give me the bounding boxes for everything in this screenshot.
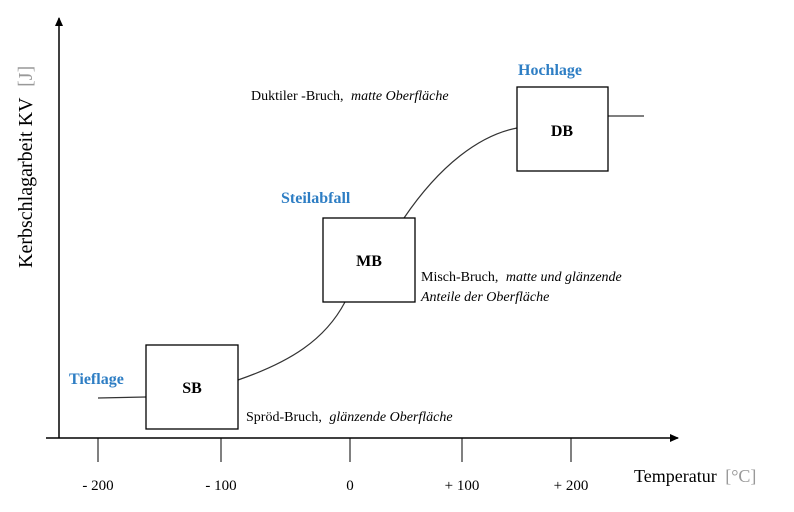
curve-lower-shelf bbox=[97, 396, 147, 399]
mb-box-label: MB bbox=[356, 253, 382, 270]
x-axis-title: Temperatur [°C] bbox=[634, 466, 756, 486]
region-tieflage: Tieflage bbox=[69, 371, 124, 388]
y-axis-unit: [J] bbox=[15, 66, 37, 87]
y-axis-label: Kerbschlagarbeit KV bbox=[15, 97, 37, 268]
sb-box-label: SB bbox=[182, 380, 202, 397]
sb-description-italic: glänzende Oberfläche bbox=[329, 410, 452, 425]
sb-description-plain: Spröd-Bruch, bbox=[246, 410, 322, 425]
db-description-plain: Duktiler -Bruch, bbox=[251, 89, 344, 104]
curve-mb-to-db bbox=[403, 127, 518, 219]
x-tick-label-minus-100: - 100 bbox=[205, 478, 236, 494]
region-hochlage: Hochlage bbox=[518, 62, 582, 79]
x-tick-label-plus-100: + 100 bbox=[445, 478, 480, 494]
db-box-label: DB bbox=[551, 123, 574, 140]
mb-box bbox=[322, 217, 416, 303]
mb-description-italic-1: matte und glänzende bbox=[506, 270, 622, 285]
y-axis-title: Kerbschlagarbeit KV [J] bbox=[15, 66, 37, 268]
mb-description-line-1: Misch-Bruch, matte und glänzende bbox=[421, 270, 622, 285]
x-tick-label-minus-200: - 200 bbox=[82, 478, 113, 494]
db-box bbox=[516, 86, 609, 172]
mb-description-plain: Misch-Bruch, bbox=[421, 270, 498, 285]
mb-description-line-2: Anteile der Oberfläche bbox=[420, 290, 549, 305]
sb-box bbox=[145, 344, 239, 430]
x-tick-label-plus-200: + 200 bbox=[554, 478, 589, 494]
curve-sb-to-mb bbox=[237, 301, 346, 381]
x-axis-label: Temperatur bbox=[634, 466, 717, 486]
sb-description: Spröd-Bruch, glänzende Oberfläche bbox=[246, 410, 453, 425]
db-description-italic: matte Oberfläche bbox=[351, 89, 449, 104]
region-steilabfall: Steilabfall bbox=[281, 190, 351, 207]
db-description: Duktiler -Bruch, matte Oberfläche bbox=[251, 89, 449, 104]
x-axis-unit: [°C] bbox=[725, 466, 756, 486]
x-tick-label-0: 0 bbox=[346, 478, 354, 494]
